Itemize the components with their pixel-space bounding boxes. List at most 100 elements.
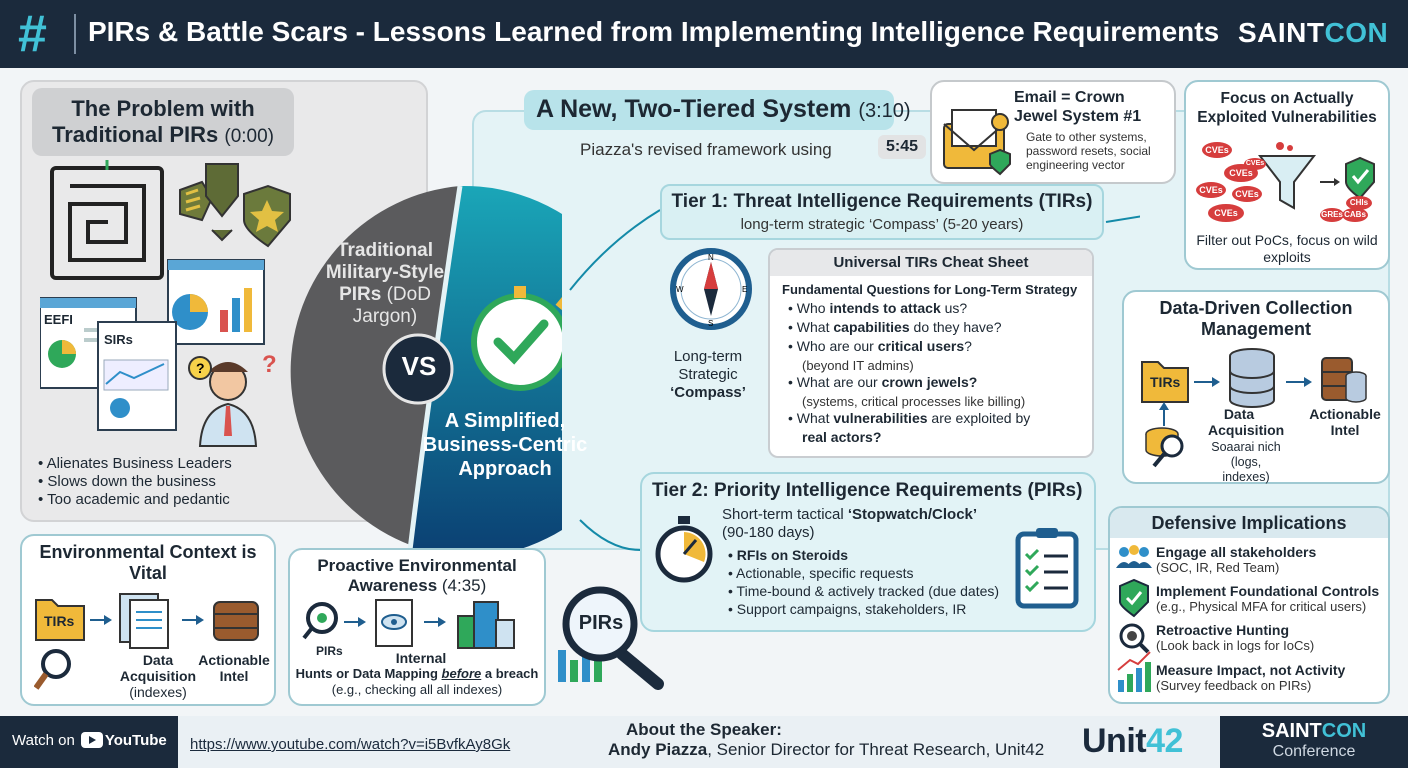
pirs-magnifier-icon: [558, 586, 664, 690]
env-acquisition-label: Data Acquisition: [119, 652, 197, 684]
cheat-question: What capabilities do they have?: [788, 319, 1030, 336]
maze-icon: [50, 166, 164, 280]
tier1-title: Tier 1: Threat Intelligence Requirements…: [671, 191, 1093, 212]
footer-brand-sub: Conference: [1272, 743, 1356, 760]
q-text: us?: [940, 300, 968, 316]
proactive-time: (4:35): [441, 576, 487, 595]
email-shield-icon: [943, 109, 1011, 176]
footer-bar: [0, 716, 1408, 768]
tier1-header: [660, 184, 1104, 240]
cheat-sheet-questions: Who intends to attack us? What capabilit…: [788, 300, 1030, 446]
env-flow-graphic: [34, 593, 259, 690]
unit42-word: Unit: [1082, 722, 1147, 760]
problem-bullet: Alienates Business Leaders: [38, 455, 232, 473]
email-description: Gate to other systems, password resets, …: [1026, 130, 1151, 172]
proactive-title: Proactive Environmental Awareness (4:35): [290, 556, 544, 596]
problem-bullet: Slows down the business: [38, 473, 232, 491]
hashtag-logo: #: [18, 5, 47, 63]
q-text: Who: [796, 300, 830, 316]
svg-text:E: E: [742, 285, 747, 294]
dashboard-right-icon: [167, 259, 265, 345]
speaker-role: , Senior Director for Threat Research, U…: [707, 740, 1045, 759]
cheat-note: (systems, critical processes like billin…: [802, 394, 1026, 409]
tier2-sub-days: (90-180 days): [722, 524, 815, 541]
new-system-time: (3:10): [858, 100, 911, 122]
speaker-info: Andy Piazza, Senior Director for Threat …: [608, 740, 1044, 760]
pirs-magnifier-label: PIRs: [578, 612, 624, 634]
cve-bubble: CVEs: [1196, 182, 1226, 198]
video-url-link[interactable]: https://www.youtube.com/watch?v=i5BvfkAy…: [190, 736, 511, 753]
svg-text:?: ?: [262, 351, 277, 378]
compass-icon: N S W E: [670, 248, 752, 330]
tier2-bullet: RFIs on Steroids: [728, 546, 999, 564]
youtube-wordmark: YouTube: [104, 732, 167, 749]
cve-bubble: CVEs: [1202, 142, 1232, 158]
q-emph: vulnerabilities: [833, 410, 928, 426]
focus-footer: Filter out PoCs, focus on wild exploits: [1196, 232, 1378, 265]
problem-illustration: ? ?: [40, 160, 291, 447]
proactive-flow-graphic: [302, 599, 515, 649]
defensive-item-heading: Engage all stakeholders: [1156, 544, 1317, 560]
data-flow-graphic: [1141, 348, 1367, 468]
defensive-item: Retroactive Hunting(Look back in logs fo…: [1156, 622, 1386, 654]
focus-title: Focus on Actually Exploited Vulnerabilit…: [1197, 90, 1377, 126]
unit42-number: 42: [1146, 722, 1183, 760]
vs-badge: [382, 333, 454, 405]
cheat-sheet-subtitle: Fundamental Questions for Long-Term Stra…: [782, 282, 1078, 297]
q-text: are exploited by: [927, 410, 1031, 426]
traditional-label: Traditional Military-Style PIRs (DoD Jar…: [320, 240, 450, 328]
cheat-note: (beyond IT admins): [802, 358, 914, 373]
q-text: Who are our: [796, 338, 878, 354]
defensive-item-detail: (Look back in logs for IoCs): [1156, 638, 1315, 653]
shield-check-icon: [1119, 578, 1149, 618]
proactive-foot-emph: before: [441, 666, 482, 681]
cve-funnel-graphic: CVEs CVEs CVEs CVEs CVEs CHIs CABs GREs …: [1196, 142, 1376, 228]
compass-label-line: Strategic: [678, 366, 738, 383]
q-text: do they have?: [909, 319, 1002, 335]
email-title: Email = Crown Jewel System #1: [1014, 89, 1142, 125]
footer-brand-saint: SAINT: [1261, 720, 1322, 742]
problem-title-text: The Problem with Traditional PIRs: [51, 96, 255, 147]
youtube-play-icon: [80, 732, 103, 748]
proactive-foot-text: a breach: [481, 666, 539, 681]
eefi-label: EEFI: [44, 312, 73, 327]
svg-text:N: N: [708, 253, 714, 262]
data-driven-acquisition: Data Acquisition: [1208, 406, 1285, 438]
compass-label-line: ‘Compass’: [670, 384, 746, 401]
q-emph: intends to attack: [829, 300, 941, 316]
defensive-panel: [1108, 506, 1390, 704]
proactive-pirs-label: PIRs: [316, 644, 343, 658]
speaker-name: Andy Piazza: [608, 740, 708, 759]
proactive-internal-label: Internal: [395, 650, 447, 666]
footer-brand-con: CON: [1321, 720, 1367, 742]
tier2-sub-emph: ‘Stopwatch/Clock’: [847, 506, 978, 523]
svg-text:S: S: [708, 319, 713, 328]
tier2-subtitle: Short-term tactical ‘Stopwatch/Clock’ (90…: [722, 506, 1012, 542]
brand-con: CON: [1324, 17, 1389, 48]
header-bar: [0, 0, 1408, 68]
footer-brand-name: SAINTCON: [1220, 720, 1408, 743]
defensive-item-heading: Retroactive Hunting: [1156, 622, 1290, 638]
saintcon-conference-brand: SAINTCON Conference: [1220, 716, 1408, 768]
tier2-title: Tier 2: Priority Intelligence Requiremen…: [652, 480, 1083, 501]
env-acquisition: Data Acquisition(indexes): [108, 652, 208, 700]
env-tirs-label: TIRs: [44, 613, 75, 629]
stakeholders-icon: [1116, 545, 1152, 568]
defensive-item-detail: (Survey feedback on PIRs): [1156, 678, 1312, 693]
env-acquisition-note: (indexes): [129, 684, 187, 700]
cve-bubble: GREs: [1320, 208, 1344, 222]
defensive-item: Engage all stakeholders(SOC, IR, Red Tea…: [1156, 544, 1386, 576]
defensive-icons: [1116, 545, 1152, 692]
cve-bubble: CABs: [1342, 208, 1368, 222]
tier2-sub-text: Short-term tactical: [722, 506, 848, 523]
data-driven-title: Data-Driven Collection Management: [1159, 298, 1353, 339]
q-text: What: [796, 319, 834, 335]
tier2-bullet: Support campaigns, stakeholders, IR: [728, 600, 999, 618]
traditional-note: (DoD Jargon): [352, 284, 431, 327]
env-intel: Actionable Intel: [198, 652, 270, 684]
about-speaker-heading: About the Speaker:: [626, 720, 782, 739]
env-context-title: Environmental Context is Vital: [39, 542, 257, 583]
compass-label-line: Long-term: [673, 348, 743, 365]
q-text: ?: [964, 338, 972, 354]
